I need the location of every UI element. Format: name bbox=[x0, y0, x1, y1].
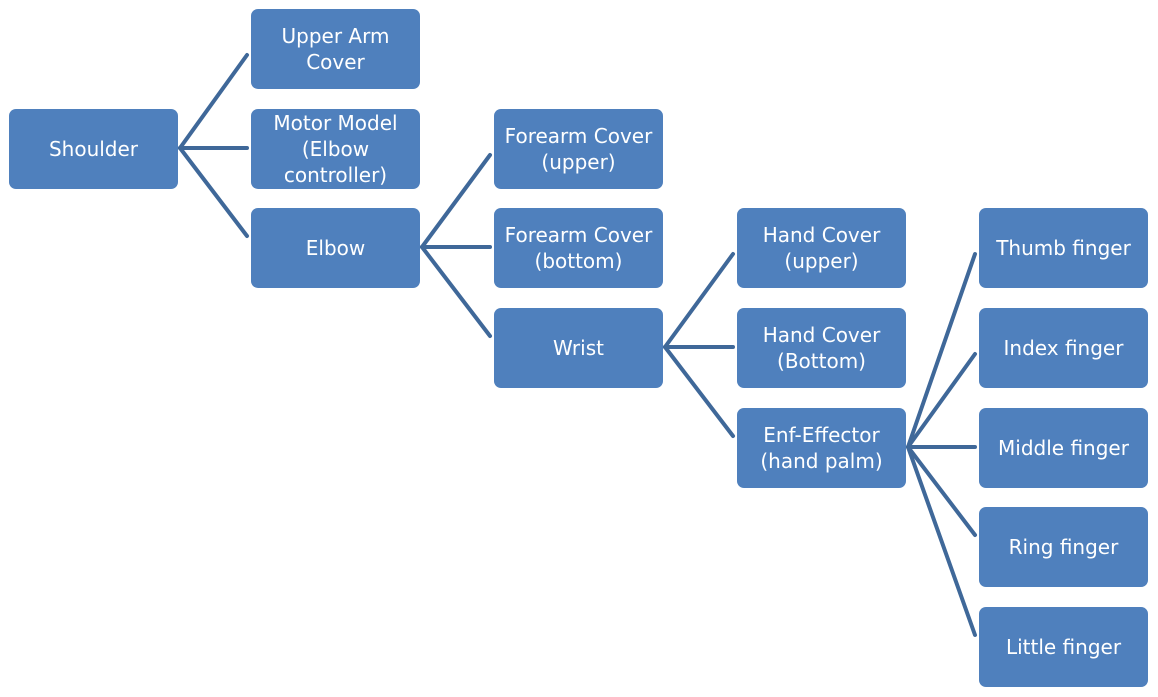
connector-elbow-wrist bbox=[420, 245, 492, 338]
node-label: Index finger bbox=[1003, 336, 1124, 360]
connector-wrist-end_effector bbox=[663, 345, 735, 438]
node-label: Hand Cover (upper) bbox=[762, 223, 881, 273]
node-forearm-cover-bottom: Forearm Cover (bottom) bbox=[494, 208, 663, 288]
node-end-effector: Enf-Effector (hand palm) bbox=[737, 408, 906, 488]
connector-shoulder-elbow bbox=[178, 146, 249, 238]
node-label: Enf-Effector (hand palm) bbox=[760, 423, 883, 473]
node-forearm-cover-upper: Forearm Cover (upper) bbox=[494, 109, 663, 189]
node-upper-arm-cover: Upper Arm Cover bbox=[251, 9, 420, 89]
node-label: Shoulder bbox=[48, 137, 139, 161]
node-ring-finger: Ring finger bbox=[979, 507, 1148, 587]
node-label: Forearm Cover (bottom) bbox=[504, 223, 653, 273]
connector-wrist-hand_cover_upper bbox=[663, 252, 735, 349]
node-label: Little finger bbox=[1005, 635, 1122, 659]
node-little-finger: Little finger bbox=[979, 607, 1148, 687]
node-motor-model: Motor Model (Elbow controller) bbox=[251, 109, 420, 189]
node-label: Ring finger bbox=[1008, 535, 1119, 559]
connector-end_effector-ring_finger bbox=[906, 445, 977, 537]
node-middle-finger: Middle finger bbox=[979, 408, 1148, 488]
node-elbow: Elbow bbox=[251, 208, 420, 288]
connector-end_effector-index_finger bbox=[906, 352, 977, 449]
connector-elbow-forearm_cover_upper bbox=[420, 153, 492, 249]
node-label: Motor Model (Elbow controller) bbox=[273, 111, 398, 187]
node-shoulder: Shoulder bbox=[9, 109, 178, 189]
node-label: Forearm Cover (upper) bbox=[504, 124, 653, 174]
node-label: Thumb finger bbox=[996, 236, 1131, 260]
node-label: Upper Arm Cover bbox=[281, 24, 390, 74]
node-hand-cover-bottom: Hand Cover (Bottom) bbox=[737, 308, 906, 388]
node-label: Wrist bbox=[553, 336, 604, 360]
connector-shoulder-upper_arm_cover bbox=[178, 53, 249, 150]
connector-end_effector-thumb_finger bbox=[906, 252, 977, 449]
node-wrist: Wrist bbox=[494, 308, 663, 388]
node-index-finger: Index finger bbox=[979, 308, 1148, 388]
connector-end_effector-little_finger bbox=[906, 445, 977, 637]
node-label: Elbow bbox=[305, 236, 366, 260]
node-label: Middle finger bbox=[998, 436, 1129, 460]
node-hand-cover-upper: Hand Cover (upper) bbox=[737, 208, 906, 288]
node-label: Hand Cover (Bottom) bbox=[762, 323, 881, 373]
node-thumb-finger: Thumb finger bbox=[979, 208, 1148, 288]
